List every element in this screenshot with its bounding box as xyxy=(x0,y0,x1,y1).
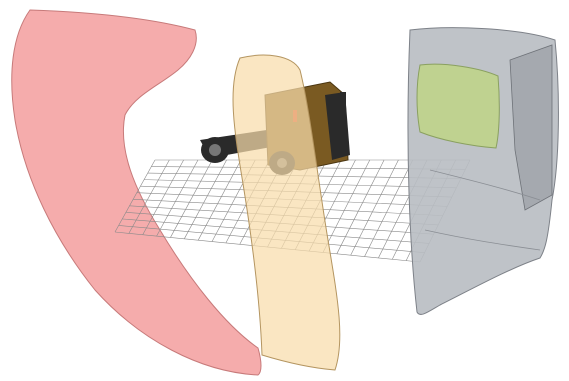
truck-rear-wheel-hub xyxy=(209,144,221,156)
truck-mirror xyxy=(340,92,346,114)
gray-panel-window xyxy=(417,64,499,148)
grid-line-vertical xyxy=(337,160,384,254)
grid-line-vertical xyxy=(365,160,413,257)
grid-line-vertical xyxy=(351,160,399,255)
grid-line-vertical xyxy=(323,160,370,252)
